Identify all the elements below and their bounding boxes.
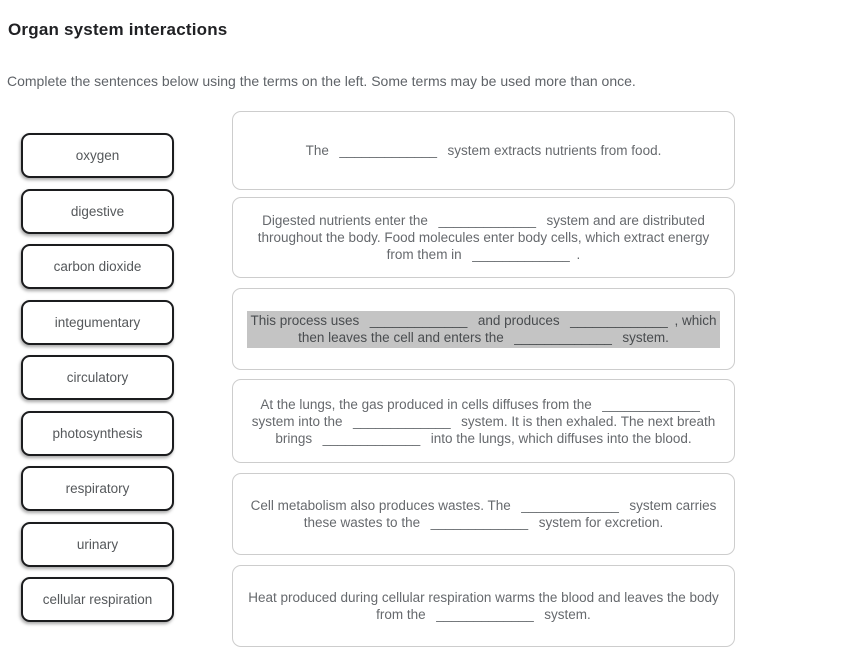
page-title: Organ system interactions [8,20,228,39]
sentence-text-3-selected: This process uses _____________ and prod… [247,310,720,348]
sentence-box-1[interactable]: The _____________ system extracts nutrie… [232,111,735,190]
sentence-box-6[interactable]: Heat produced during cellular respiratio… [232,565,735,647]
instructions-text: Complete the sentences below using the t… [7,73,636,89]
sentence-box-3[interactable]: This process uses _____________ and prod… [232,288,735,370]
term-list: oxygen digestive carbon dioxide integume… [21,133,174,622]
term-label: urinary [76,536,119,552]
sentence-text-6: Heat produced during cellular respiratio… [248,590,719,622]
term-label: digestive [70,203,125,219]
term-respiratory[interactable]: respiratory [21,466,174,511]
term-label: cellular respiration [42,592,153,607]
sentence-box-5[interactable]: Cell metabolism also produces wastes. Th… [232,473,735,555]
term-label: carbon dioxide [53,259,142,274]
term-label: integumentary [54,314,141,330]
term-label: circulatory [66,370,129,385]
term-label: respiratory [65,481,130,496]
sentence-text-4: At the lungs, the gas produced in cells … [251,396,716,446]
sentence-text-5: Cell metabolism also produces wastes. Th… [250,498,717,530]
term-carbon-dioxide[interactable]: carbon dioxide [21,244,174,289]
sentence-text-1: The _____________ system extracts nutrie… [305,143,662,158]
sentence-text-2: Digested nutrients enter the ___________… [257,213,710,262]
sentence-list: The _____________ system extracts nutrie… [232,111,735,647]
sentence-box-4[interactable]: At the lungs, the gas produced in cells … [232,379,735,463]
term-integumentary[interactable]: integumentary [21,299,174,345]
term-urinary[interactable]: urinary [21,521,174,567]
term-oxygen[interactable]: oxygen [21,133,174,178]
term-photosynthesis[interactable]: photosynthesis [21,410,174,456]
term-label: photosynthesis [52,425,143,441]
term-circulatory[interactable]: circulatory [21,355,174,400]
term-digestive[interactable]: digestive [21,188,174,234]
term-cellular-respiration[interactable]: cellular respiration [21,577,174,622]
term-label: oxygen [75,148,120,163]
sentence-box-2[interactable]: Digested nutrients enter the ___________… [232,197,735,278]
